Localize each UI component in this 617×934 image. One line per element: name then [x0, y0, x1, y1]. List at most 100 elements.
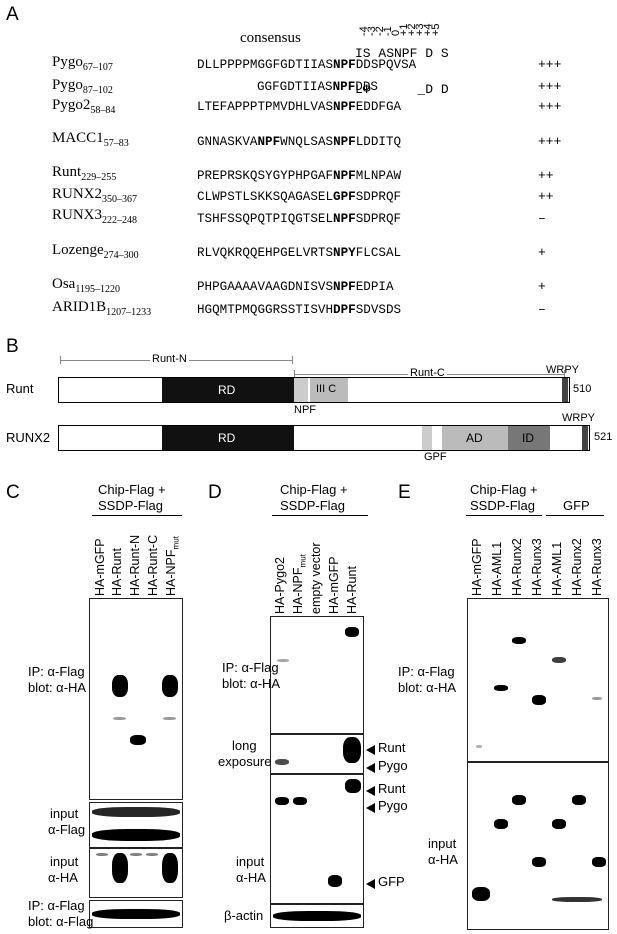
blot-band	[532, 695, 546, 705]
long-label: long	[232, 738, 257, 753]
blot-band	[552, 897, 602, 902]
seq-row: PHPGAAAAVAAGDNISVSNPFEDPIA	[197, 280, 394, 294]
antibody-label: α-HA	[236, 870, 266, 885]
blot-band	[130, 853, 142, 856]
blot-band	[163, 717, 176, 720]
actin-label: β-actin	[224, 908, 264, 923]
blot-band	[112, 853, 128, 883]
seq-name: ARID1B1207–1233	[52, 299, 152, 318]
header-rule	[92, 515, 182, 516]
gfp-band-label: GFP	[378, 874, 405, 889]
iiic-domain	[310, 378, 348, 402]
arrow-icon	[366, 745, 375, 755]
seq-name: RUNX2350–367	[52, 186, 138, 205]
panel-label-c: C	[6, 482, 20, 503]
runt-c-label: Runt-C	[408, 367, 447, 379]
runt-n-label: Runt-N	[150, 353, 189, 365]
blot-band	[494, 819, 508, 829]
blot-band	[494, 685, 508, 691]
seq-name: Osa1195–1220	[52, 276, 120, 295]
lane-label: HA-Runt-C	[146, 534, 160, 596]
lane-label: empty vector	[309, 542, 323, 614]
seq-row: CLWPSTLSKKSQAGASELGPFSDPRQF	[197, 190, 402, 204]
blot-band	[96, 853, 108, 856]
blot-band	[277, 659, 289, 662]
blot-band	[130, 735, 146, 745]
blot-band	[273, 911, 361, 921]
blot-input-ha	[89, 848, 183, 898]
wrpy-label: WRPY	[562, 412, 595, 424]
gpf-region	[422, 426, 432, 450]
antibody-label: α-HA	[48, 870, 78, 885]
wrpy-label: WRPY	[546, 364, 579, 376]
blot-band	[532, 857, 546, 867]
blot-band	[162, 853, 178, 883]
runt-band-label: Runt	[378, 740, 406, 755]
lane-label: HA-Runx2	[510, 538, 524, 596]
seq-row: LTEFAPPPTPMVDHLVASNPFEDDFGA	[197, 100, 402, 114]
lane-label: HA-NPFmut	[291, 554, 308, 614]
lane-label: HA-mGFP	[327, 556, 341, 614]
runt-label: Runt	[6, 381, 34, 396]
lane-label: HA-NPFmut	[164, 536, 181, 596]
seq-row: GNNASKVANPFWNQLSASNPFLDDITQ	[197, 135, 402, 149]
blot-label: blot: α-HA	[28, 680, 87, 695]
blot-band	[112, 675, 128, 697]
gfp-group-header: GFP	[563, 498, 590, 513]
pygo-band-label: Pygo	[378, 798, 408, 813]
seq-row: PREPRSKQSYGYPHPGAFNPFMLNPAW	[197, 169, 402, 183]
blot-input-ha	[270, 774, 364, 904]
arrow-icon	[366, 763, 375, 773]
lane-label: HA-Runx3	[530, 538, 544, 596]
seq-row: HGQMTPMQGGRSSTISVHDPFSDVSDS	[197, 303, 402, 317]
id-domain	[508, 426, 550, 450]
blot-band	[113, 717, 126, 720]
npf-region	[294, 378, 308, 402]
blot-band	[592, 697, 602, 700]
blot-band	[92, 829, 180, 841]
blot-band	[293, 797, 307, 805]
blot-input-flag	[89, 802, 183, 848]
runx2-bar	[58, 425, 590, 451]
antibody-label: α-Flag	[48, 822, 86, 837]
header-line2: SSDP-Flag	[98, 498, 164, 513]
consensus-sequence: IS ASNPF D S LΦ _D D	[355, 24, 449, 108]
header-line1: Chip-Flag +	[280, 482, 348, 497]
panel-label-d: D	[208, 482, 222, 503]
blot-ip-ha	[89, 598, 183, 800]
ad-label: AD	[466, 431, 483, 445]
seq-score: +	[538, 279, 546, 294]
header-line1: Chip-Flag +	[98, 482, 166, 497]
ip-label: IP: α-Flag	[28, 898, 85, 913]
blot-band	[162, 675, 178, 697]
lane-label: HA-mGFP	[470, 538, 484, 596]
blot-band	[552, 819, 566, 829]
seq-score: ++	[538, 168, 554, 183]
seq-row: TSHFSSQPQTPIQGTSELNPFSDPRQF	[197, 212, 402, 226]
blot-band	[572, 795, 586, 805]
rd-domain	[162, 426, 294, 450]
ad-domain	[442, 426, 508, 450]
input-label: input	[236, 854, 265, 869]
blot-band	[92, 807, 180, 817]
seq-row: RLVQKRQQEHPGELVRTSNPYFLCSAL	[197, 246, 402, 260]
blot-label: blot: α-HA	[398, 680, 457, 695]
seq-score: +++	[538, 134, 562, 149]
seq-name: Lozenge274–300	[52, 242, 139, 261]
seq-name: MACC157–83	[52, 130, 129, 149]
blot-label: blot: α-HA	[222, 676, 281, 691]
blot-long-exposure	[270, 734, 364, 774]
consensus-top: IS ASNPF D S	[355, 46, 449, 61]
lane-label: HA-mGFP	[93, 538, 107, 596]
runt-band-label: Runt	[378, 781, 406, 796]
rd-domain	[162, 378, 294, 402]
lane-label: HA-Runx2	[570, 538, 584, 596]
panel-label-e: E	[398, 482, 411, 503]
wrpy-motif	[582, 426, 588, 450]
seq-name: Pygo258–84	[52, 97, 116, 116]
npf-label: NPF	[294, 404, 316, 416]
blot-input-ha	[467, 762, 609, 930]
seq-name: Pygo67–107	[52, 54, 113, 73]
ip-label: IP: α-Flag	[222, 660, 279, 675]
lane-label: HA-Runt	[110, 548, 124, 596]
